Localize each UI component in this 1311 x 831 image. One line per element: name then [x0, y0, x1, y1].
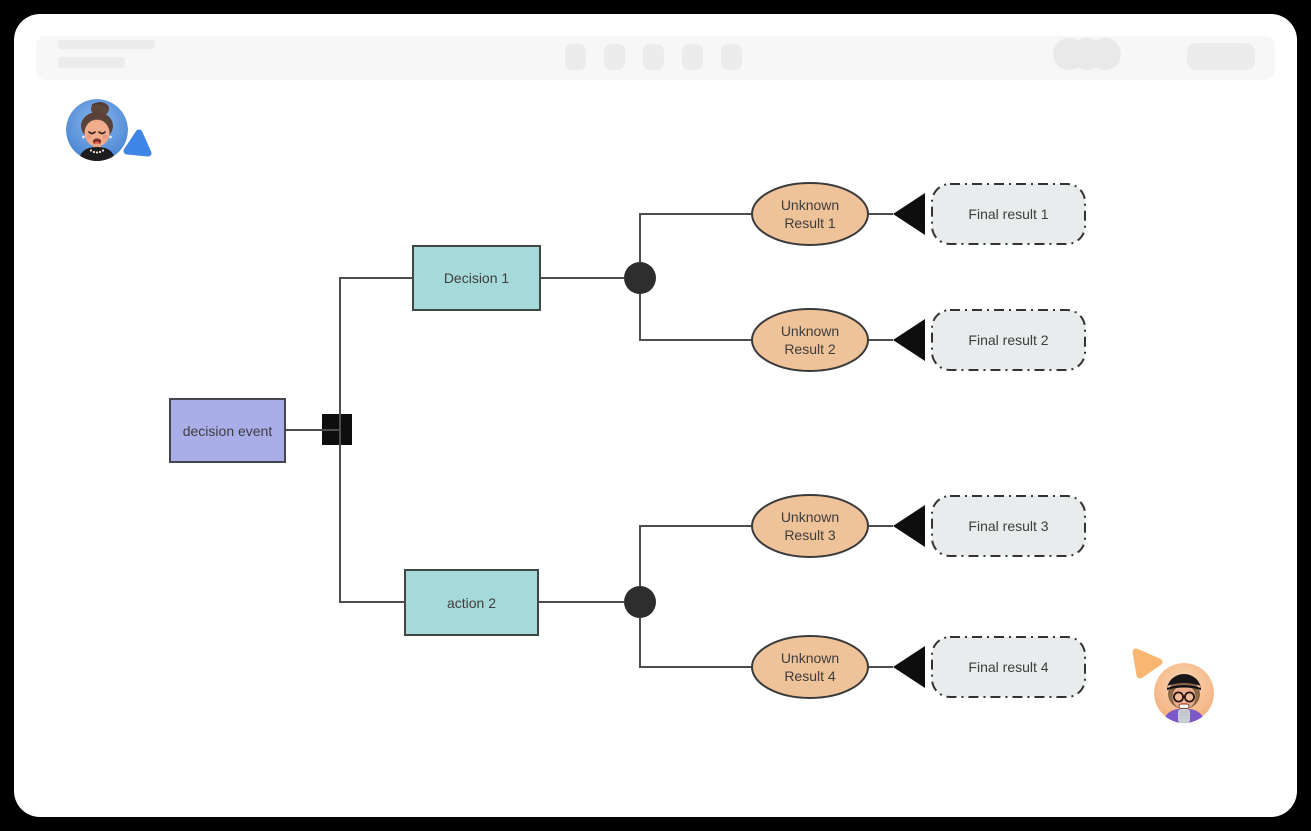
- final-result-2-label[interactable]: Final result 2: [968, 332, 1049, 348]
- unknown-result-1-label[interactable]: Unknown Result 1: [752, 183, 868, 245]
- unknown-result-3-line2: Result 3: [784, 527, 836, 543]
- unknown-result-2-line2: Result 2: [784, 341, 836, 357]
- decision-event-label[interactable]: decision event: [182, 422, 273, 439]
- cursor-triangle-orange: [1132, 648, 1163, 679]
- unknown-result-2-label[interactable]: Unknown Result 2: [752, 309, 868, 371]
- unknown-result-4-line2: Result 4: [784, 668, 836, 684]
- toolbar-share-button[interactable]: [1187, 43, 1255, 70]
- cursor-triangle-blue: [123, 129, 152, 157]
- collaborator-avatar-1: [66, 99, 128, 166]
- decision-1-label[interactable]: Decision 1: [443, 270, 510, 286]
- toolbar-tool-button-5[interactable]: [721, 44, 742, 70]
- final-result-3-label[interactable]: Final result 3: [968, 518, 1049, 534]
- toolbar-title-skeleton: [58, 40, 155, 49]
- action-2-label[interactable]: action 2: [446, 594, 497, 611]
- unknown-result-3-label[interactable]: Unknown Result 3: [752, 495, 868, 557]
- toolbar-tool-button-2[interactable]: [604, 44, 625, 70]
- collaborator-2-cursor-icon: [1132, 648, 1163, 679]
- unknown-result-4-line1: Unknown: [780, 650, 840, 666]
- collaborator-avatar-2: [1154, 663, 1214, 728]
- unknown-result-1-line1: Unknown: [780, 197, 840, 213]
- collaborator-1-cursor-icon: [123, 129, 152, 157]
- unknown-result-3-line1: Unknown: [780, 509, 840, 525]
- unknown-result-1-line2: Result 1: [784, 215, 836, 231]
- toolbar-tool-button-4[interactable]: [682, 44, 703, 70]
- unknown-result-2-line1: Unknown: [780, 323, 840, 339]
- unknown-result-4-label[interactable]: Unknown Result 4: [752, 636, 868, 698]
- browser-toolbar: [36, 36, 1275, 80]
- avatar-2-illustration: [1154, 663, 1214, 723]
- avatar-1-illustration: [66, 99, 128, 161]
- toolbar-tool-button-1[interactable]: [565, 44, 586, 70]
- toolbar-subtitle-skeleton: [58, 57, 125, 68]
- final-result-4-label[interactable]: Final result 4: [968, 659, 1049, 675]
- toolbar-tool-button-3[interactable]: [643, 44, 664, 70]
- final-result-1-label[interactable]: Final result 1: [968, 206, 1049, 222]
- toolbar-avatar-circle-3: [1089, 38, 1121, 70]
